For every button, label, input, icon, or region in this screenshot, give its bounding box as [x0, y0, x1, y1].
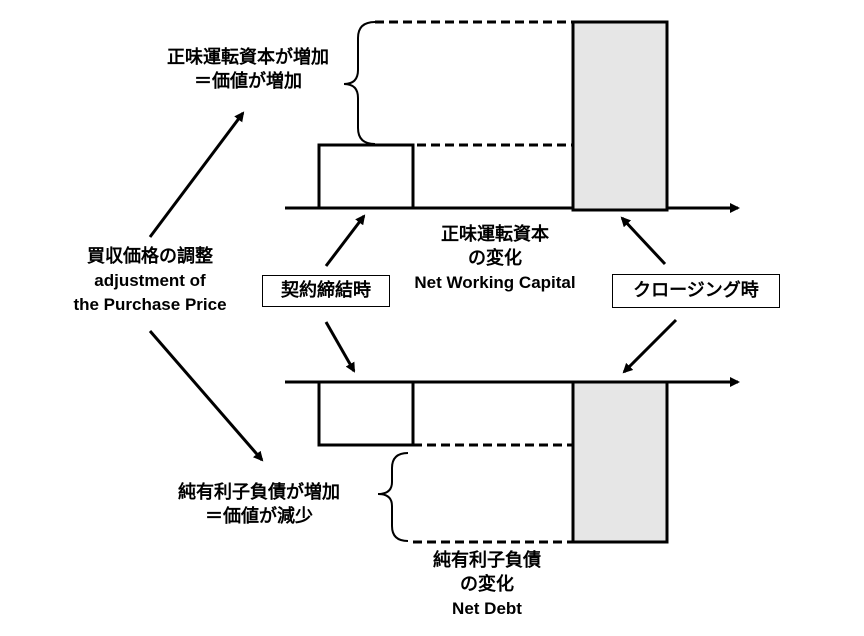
bottom-note-line2: ＝価値が減少: [205, 506, 313, 527]
center-left-line2: adjustment of: [94, 271, 206, 290]
nwc-label-line2: の変化: [468, 248, 522, 269]
nwc-chart: [285, 20, 740, 213]
arrow-signing-to-nwc: [324, 214, 366, 267]
nd-closing-bar: [571, 380, 669, 544]
bottom-note-line1: 純有利子負債が増加: [178, 482, 340, 503]
bottom-note: 純有利子負債が増加 ＝価値が減少: [152, 481, 366, 529]
center-left-line1: 買収価格の調整: [87, 246, 213, 267]
nd-chart: [285, 377, 740, 544]
arrow-closing-to-nwc: [620, 216, 667, 266]
nwc-closing-bar: [571, 20, 669, 212]
nwc-label-line3: Net Working Capital: [414, 273, 576, 292]
nd-label: 純有利子負債 の変化 Net Debt: [402, 549, 572, 621]
arrow-to-bottom-note: [148, 330, 264, 462]
arrow-to-top-note: [148, 111, 245, 238]
nd-label-line1: 純有利子負債: [433, 550, 541, 571]
center-left-label: 買収価格の調整 adjustment of the Purchase Price: [52, 245, 248, 317]
nd-brace: [377, 452, 409, 542]
top-note-line1: 正味運転資本が増加: [167, 47, 329, 68]
arrow-closing-to-nd: [622, 318, 678, 374]
nd-label-line3: Net Debt: [452, 599, 522, 618]
nwc-label: 正味運転資本 の変化 Net Working Capital: [402, 223, 588, 295]
nwc-signing-bar: [317, 143, 415, 210]
nwc-label-line1: 正味運転資本: [441, 224, 549, 245]
nd-label-line2: の変化: [460, 574, 514, 595]
signing-box-label: 契約締結時: [281, 280, 371, 301]
center-left-line3: the Purchase Price: [73, 295, 227, 314]
nwc-brace: [343, 21, 376, 145]
signing-box: 契約締結時: [262, 275, 390, 307]
arrow-signing-to-nd: [324, 321, 356, 373]
closing-box: クロージング時: [612, 274, 780, 308]
closing-box-label: クロージング時: [633, 280, 759, 301]
nd-signing-bar: [317, 380, 415, 447]
top-note: 正味運転資本が増加 ＝価値が増加: [143, 46, 353, 94]
top-note-line2: ＝価値が増加: [194, 71, 302, 92]
